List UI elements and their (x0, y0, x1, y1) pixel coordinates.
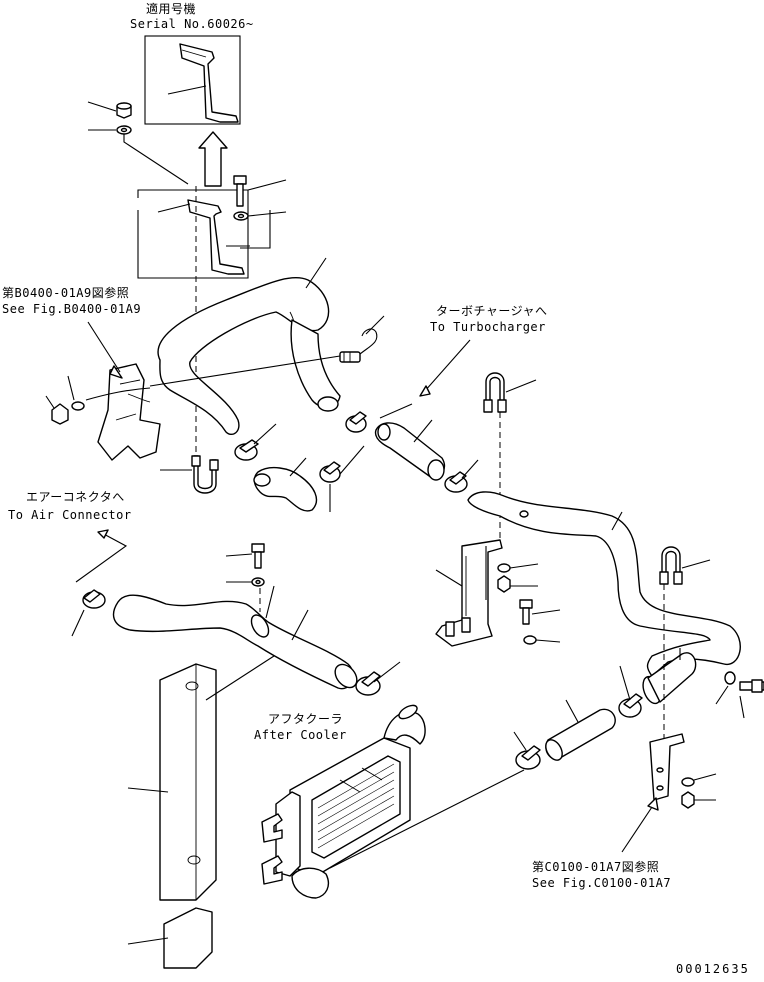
small-tube-fitting (339, 315, 385, 363)
shroud-panel (127, 655, 275, 969)
turbo-pipe (374, 339, 479, 493)
drawing-number: 00012635 (676, 962, 750, 976)
nut-and-washer-top (87, 101, 189, 185)
main-bracket-box (137, 189, 250, 279)
u-bolt-right-lower (659, 546, 711, 740)
fan-side-bracket (45, 321, 341, 461)
lower-left-hose (112, 585, 358, 690)
after-cooler-label-en: After Cooler (254, 728, 347, 742)
short-straight-hose (545, 699, 616, 761)
after-cooler-label-jp: アフタクーラ (268, 712, 344, 726)
turbocharger-label-en: To Turbocharger (430, 320, 546, 334)
reference-c0100-en: See Fig.C0100-01A7 (532, 876, 672, 890)
u-bolt-left (160, 455, 219, 494)
applicable-model-label-jp: 適用号機 (146, 2, 197, 16)
air-connector-label-en: To Air Connector (8, 508, 132, 522)
hose-clamps-lower (355, 661, 643, 770)
u-bolt-right-top (483, 372, 537, 546)
air-connector-label-jp: エアーコネクタへ (26, 490, 125, 504)
bolt-washer-far-right (715, 671, 764, 719)
bolt-and-washer-upper (233, 175, 287, 249)
upward-arrow (198, 131, 228, 187)
upper-bent-hose (157, 257, 341, 436)
inset-bracket-box (144, 35, 241, 125)
small-bracket-right (621, 733, 717, 853)
reference-b0400-en: See Fig.B0400-01A9 (2, 302, 142, 316)
serial-number-label: Serial No.60026~ (130, 17, 254, 31)
long-right-pipe (467, 491, 741, 705)
reference-b0400-jp: 第B0400-01A9図参照 (2, 286, 130, 300)
bolt-washer-lower-left (225, 543, 265, 612)
turbocharger-label-jp: ターボチャージャへ (436, 304, 548, 318)
air-connector-arrow (71, 529, 128, 637)
hose-clamps-center (234, 411, 367, 512)
stand-bracket (435, 539, 561, 647)
reference-c0100-jp: 第C0100-01A7図参照 (532, 860, 660, 874)
after-cooler (261, 704, 525, 899)
short-bent-hose (253, 457, 318, 512)
